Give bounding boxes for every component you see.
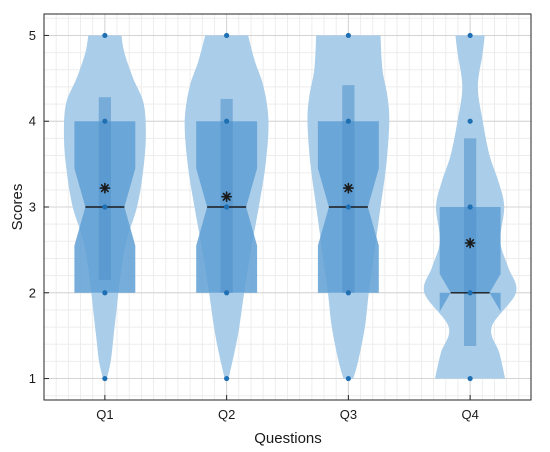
violin-group-q4: [423, 32, 517, 382]
data-point: [102, 204, 108, 210]
data-point: [345, 204, 351, 210]
data-point: [467, 290, 473, 296]
x-tick-label: Q2: [218, 407, 235, 422]
y-tick-label: 4: [29, 114, 36, 129]
data-point: [224, 32, 230, 39]
y-axis-ticks: 1 2 3 4 5: [29, 28, 49, 386]
violins-layer: [63, 32, 517, 382]
mean-marker-stroke: [344, 184, 353, 193]
data-point: [467, 32, 473, 39]
data-point: [224, 375, 230, 382]
data-point: [102, 290, 108, 296]
data-point: [102, 118, 108, 124]
x-tick-label: Q3: [340, 407, 357, 422]
data-point: [345, 375, 351, 382]
data-point: [467, 204, 473, 210]
data-point: [224, 204, 230, 210]
mean-marker-stroke: [222, 192, 231, 201]
violin-group-q1: [63, 32, 146, 382]
violin-group-q3: [307, 32, 390, 382]
mean-marker: [99, 182, 111, 194]
x-tick-label: Q4: [461, 407, 478, 422]
mean-marker: [221, 191, 232, 203]
mean-marker-stroke: [466, 239, 475, 248]
y-tick-label: 1: [29, 371, 36, 386]
mean-marker: [464, 237, 476, 249]
data-point: [102, 375, 108, 382]
x-tick-label: Q1: [96, 407, 113, 422]
mean-marker: [342, 182, 354, 194]
y-tick-label: 5: [29, 28, 36, 43]
violin-group-q2: [184, 32, 269, 382]
y-tick-label: 2: [29, 285, 36, 300]
data-point: [345, 118, 351, 124]
data-point: [345, 290, 351, 296]
data-point: [467, 375, 473, 382]
mean-marker-stroke: [100, 184, 109, 193]
data-point: [345, 32, 351, 39]
data-point: [467, 118, 473, 124]
y-axis-label: Scores: [9, 184, 26, 231]
data-point: [224, 290, 230, 296]
data-point: [224, 118, 230, 124]
x-axis-ticks: Q1 Q2 Q3 Q4: [96, 395, 479, 422]
data-point: [102, 32, 108, 39]
x-axis-label: Questions: [254, 430, 322, 447]
y-tick-label: 3: [29, 200, 36, 215]
